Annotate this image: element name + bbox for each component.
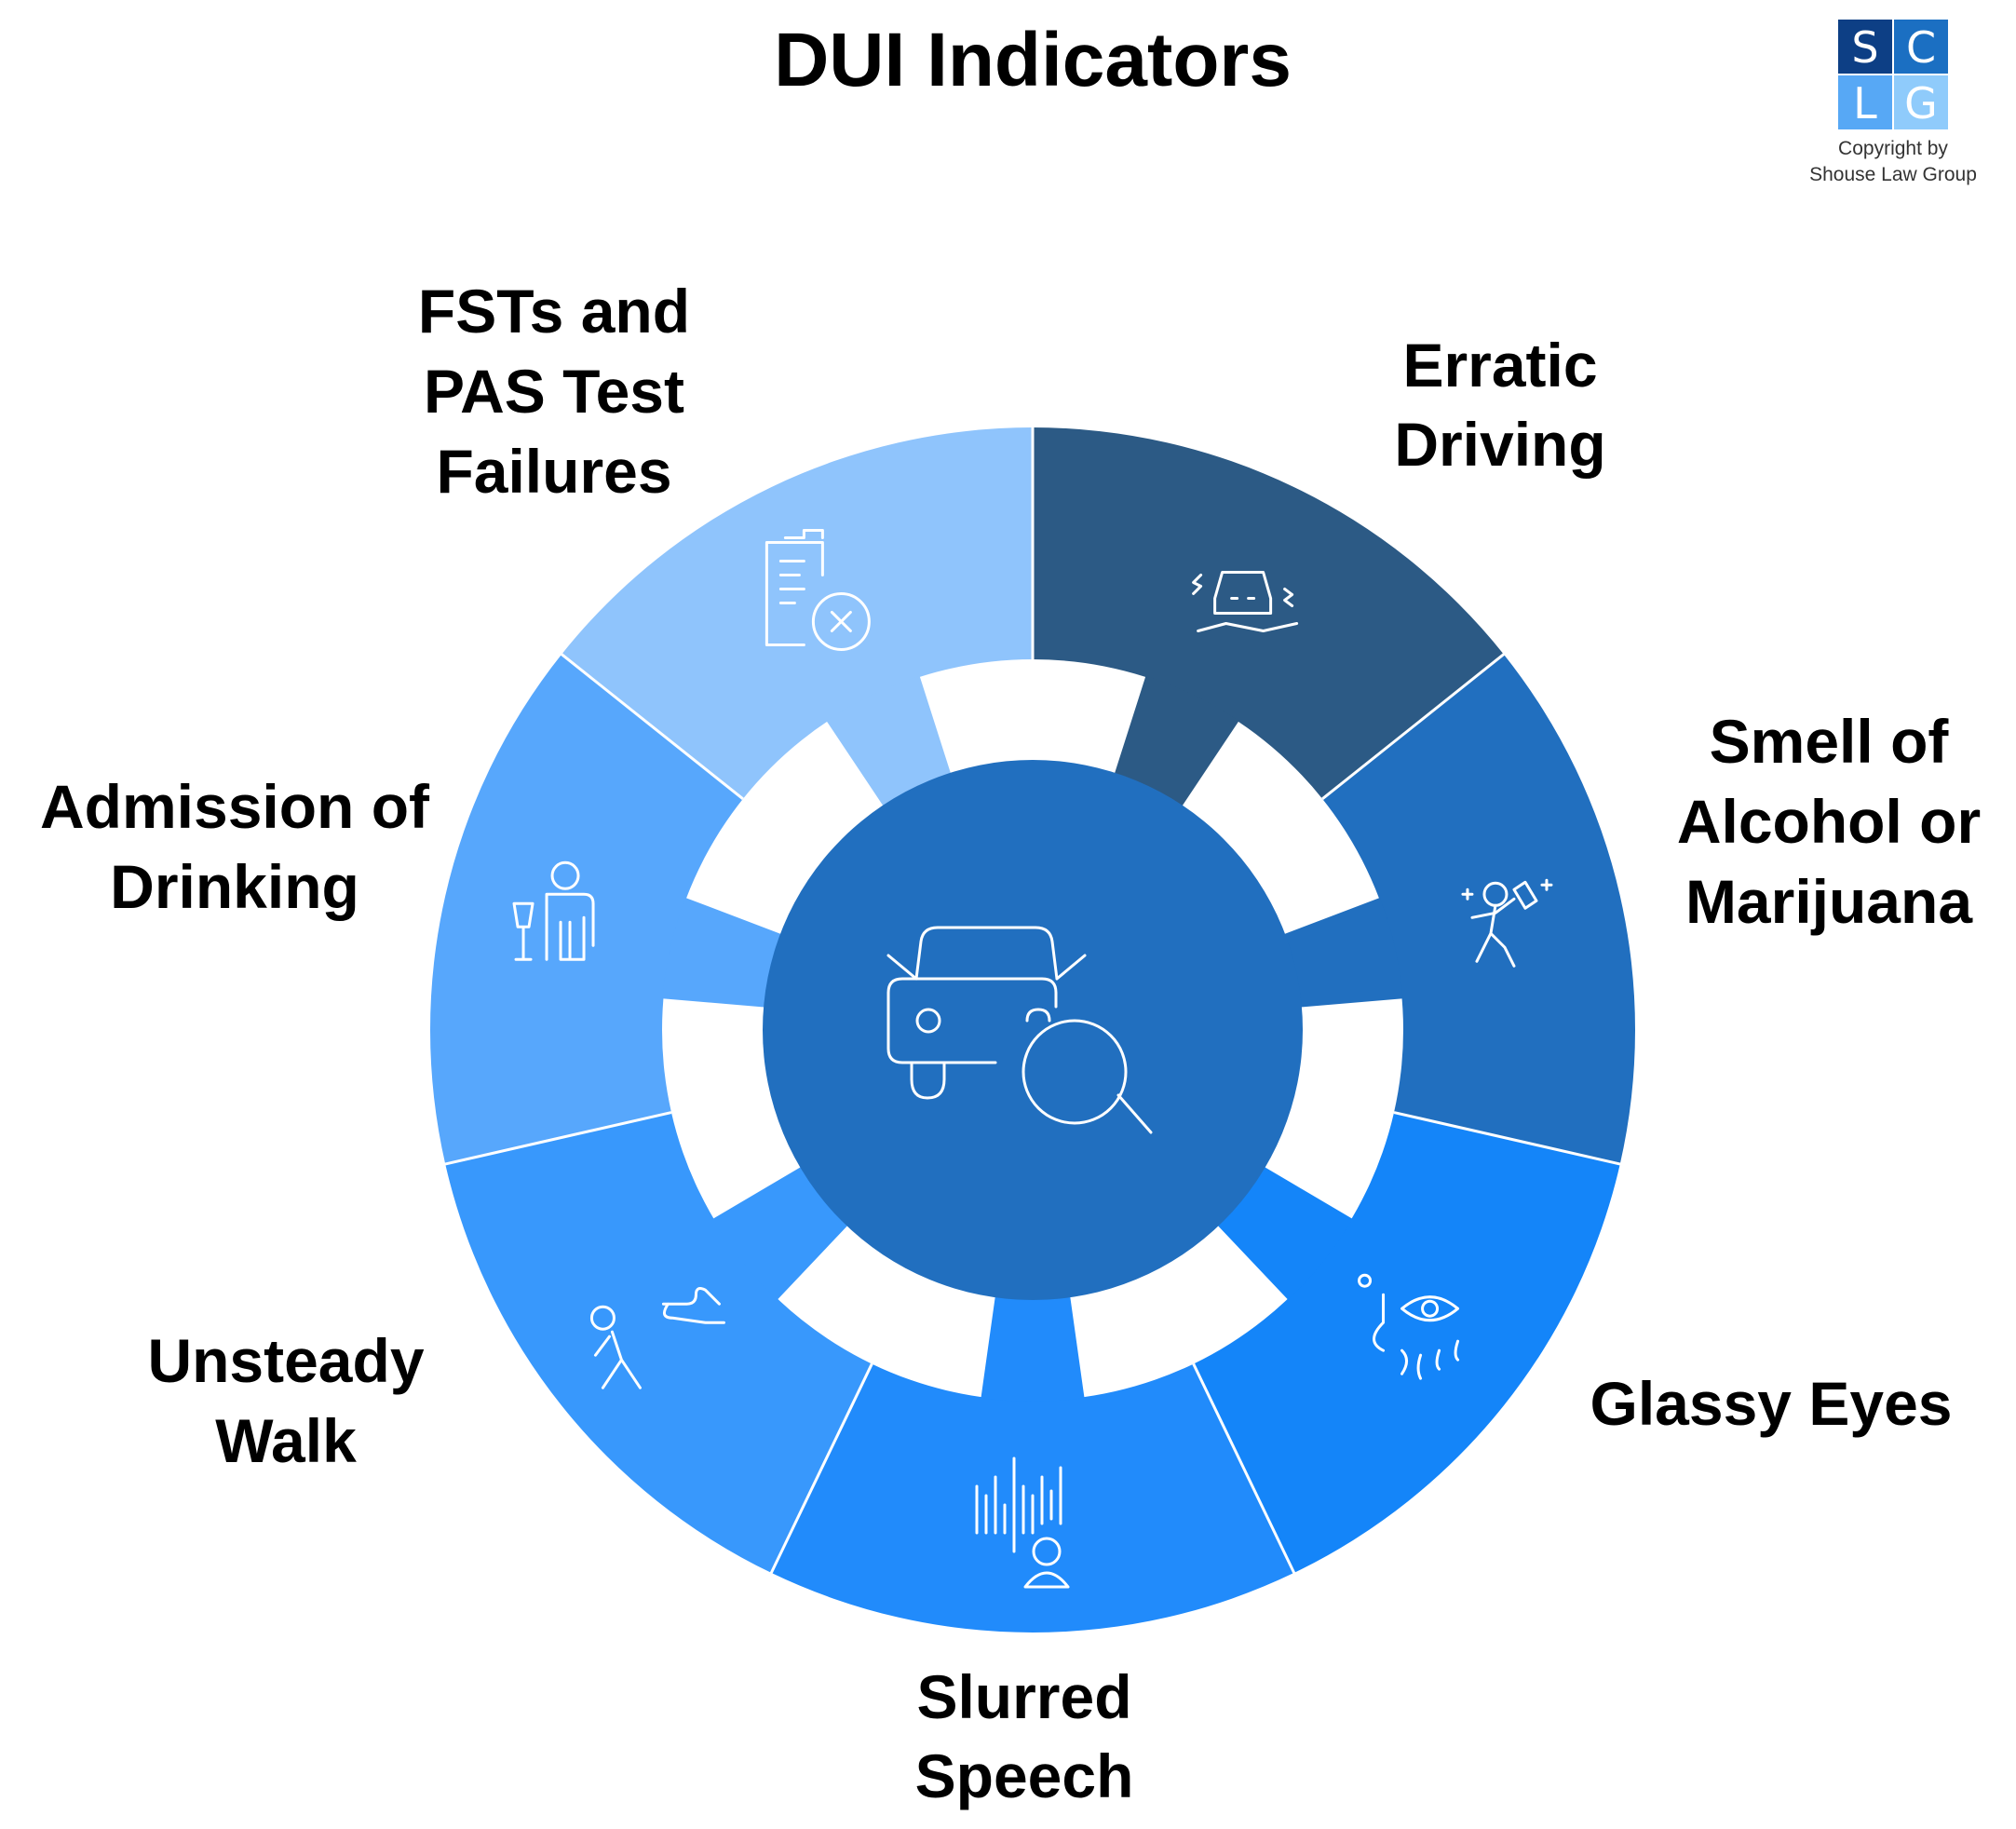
- logo-letter-c: C: [1906, 22, 1936, 73]
- segment-connector-tab: [826, 675, 953, 809]
- teary-eye-icon: [1358, 1273, 1460, 1380]
- center-hub: [763, 760, 1303, 1300]
- segment-label: Smell of Alcohol or Marijuana: [1677, 707, 1981, 936]
- segment-connector-tab: [981, 1293, 1085, 1402]
- segment-label-line: Glassy Eyes: [1590, 1369, 1953, 1438]
- segment-label: Glassy Eyes: [1590, 1369, 1953, 1438]
- indicator-wheel: [430, 426, 1635, 1633]
- segment-label-line: PAS Test: [424, 357, 684, 426]
- segment-ring: [430, 654, 743, 1164]
- sclg-logo: S C L G Copyright by Shouse Law Group: [1809, 20, 1977, 185]
- segment-label-line: Failures: [436, 437, 671, 506]
- logo-tile-s: [1838, 20, 1892, 74]
- logo-tile-c: [1894, 20, 1948, 74]
- stumbling-person-icon: [589, 1287, 725, 1389]
- page-title: DUI Indicators: [774, 18, 1292, 102]
- segment-divider: [1393, 1111, 1623, 1166]
- logo-letter-g: G: [1904, 78, 1938, 129]
- segment-label-line: Speech: [915, 1741, 1134, 1810]
- segment-7: [562, 427, 1033, 809]
- segment-label-line: Marijuana: [1685, 867, 1973, 936]
- segment-label-line: Smell of: [1710, 707, 1950, 776]
- speech-waveform-icon: [975, 1456, 1070, 1589]
- segment-label-line: FSTs and: [418, 277, 690, 345]
- segment-label-line: Walk: [215, 1406, 357, 1475]
- logo-tile-g: [1894, 75, 1948, 129]
- car-magnifier-icon: [886, 926, 1153, 1134]
- segment-connector-tab: [1214, 1164, 1353, 1300]
- segment-2: [1280, 654, 1635, 1164]
- segment-6: [430, 654, 785, 1164]
- segment-divider: [559, 652, 744, 801]
- segment-label-line: Slurred: [916, 1662, 1131, 1731]
- segment-ring: [1322, 654, 1635, 1164]
- segment-ring: [445, 1112, 873, 1573]
- segment-connector-tab: [1280, 897, 1403, 1008]
- logo-tile-l: [1838, 75, 1892, 129]
- segment-3: [1193, 1112, 1620, 1573]
- segment-4: [771, 1293, 1294, 1633]
- segment-connector-tab: [712, 1164, 851, 1300]
- segment-ring: [562, 427, 1033, 799]
- logo-letter-s: S: [1851, 22, 1878, 73]
- segment-connector-tab: [1113, 675, 1239, 809]
- logo-letter-l: L: [1853, 78, 1877, 129]
- person-with-glass-icon: [512, 860, 595, 961]
- segment-divider: [769, 1362, 873, 1576]
- segment-divider: [1321, 652, 1507, 801]
- segment-divider: [1192, 1362, 1296, 1576]
- segment-label: Admission of Drinking: [40, 772, 430, 921]
- segment-label-line: Unsteady: [147, 1326, 424, 1395]
- swerving-car-icon: [1192, 570, 1299, 632]
- segment-divider: [442, 1111, 672, 1166]
- segment-connector-tab: [662, 897, 785, 1008]
- drunk-person-bottle-icon: [1461, 878, 1553, 968]
- segment-label-line: Driving: [1394, 410, 1605, 479]
- segment-label-line: Drinking: [110, 852, 359, 921]
- segment-ring: [1193, 1112, 1620, 1573]
- segment-label-line: Alcohol or: [1677, 787, 1981, 856]
- segment-1: [1033, 427, 1504, 809]
- segment-5: [445, 1112, 873, 1573]
- copyright-line-2: Shouse Law Group: [1809, 164, 1977, 185]
- clipboard-fail-icon: [764, 528, 871, 651]
- copyright-line-1: Copyright by: [1838, 138, 1948, 159]
- segment-label-line: Erratic: [1402, 331, 1597, 400]
- segment-label-line: Admission of: [40, 772, 430, 841]
